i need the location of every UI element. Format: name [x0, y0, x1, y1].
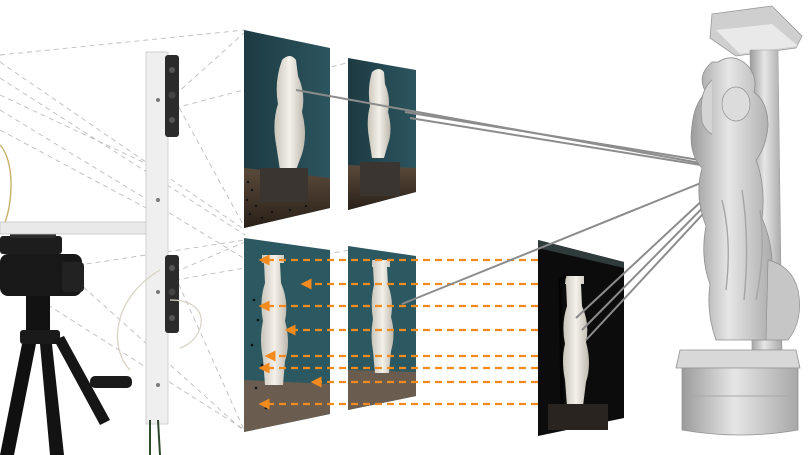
statue-view	[367, 69, 391, 158]
tripod-leg	[40, 344, 64, 455]
model-pedestal-base	[681, 367, 799, 436]
rig-mount-arm	[0, 221, 161, 235]
sensor-cable	[116, 269, 161, 371]
statue-view	[274, 56, 305, 170]
depth-frame	[538, 240, 624, 436]
tripod-leg	[54, 336, 110, 425]
tripod-icon	[0, 144, 132, 455]
tripod-leg	[0, 344, 36, 455]
tripod-handle	[90, 376, 132, 388]
statue-view	[371, 260, 394, 373]
rgbd-frame-top-1	[244, 30, 330, 228]
tripod-pan-head	[0, 236, 62, 254]
statue-view	[563, 276, 589, 406]
rig-vertical-bar	[145, 51, 169, 425]
reconstructed-3d-statue-model-icon	[675, 5, 803, 436]
rgbd-frame-top-2	[348, 58, 416, 210]
model-pedestal-top	[675, 349, 801, 369]
rgbd-frame-bottom-2	[348, 246, 416, 410]
reprojection-arrows	[258, 254, 538, 410]
dual-depth-camera-rig-icon	[0, 51, 202, 455]
